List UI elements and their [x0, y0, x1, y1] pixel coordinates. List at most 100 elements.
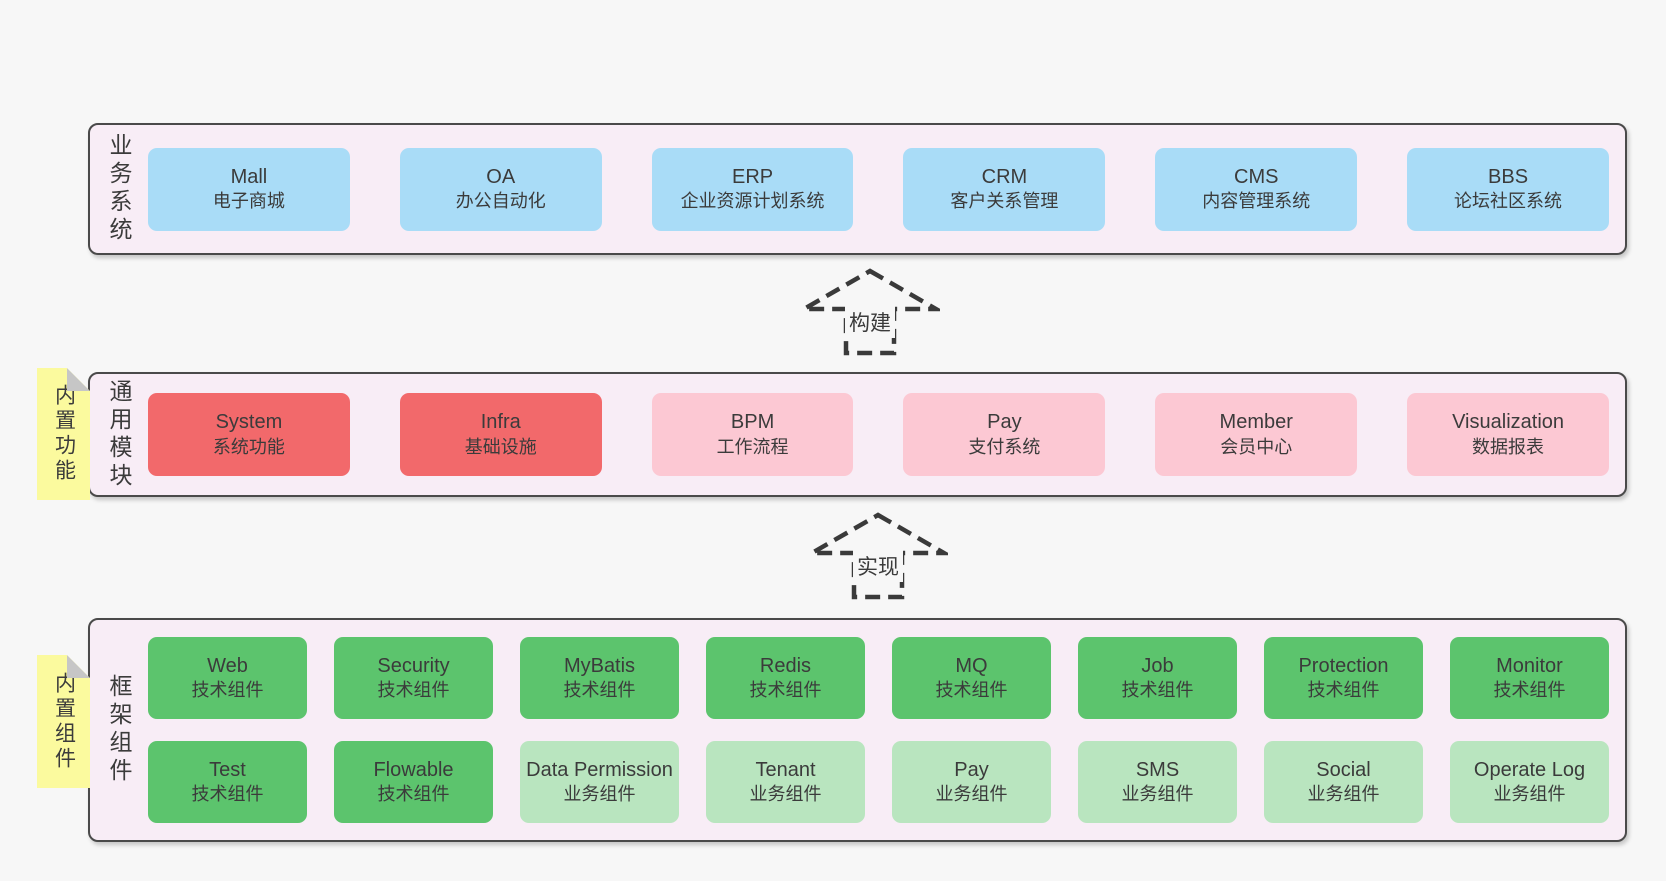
node-title: Redis	[759, 654, 812, 677]
node-subtitle: 系统功能	[212, 436, 285, 457]
band-common-modules: 通用模块 System 系统功能 Infra 基础设施 BPM 工作流程 Pay…	[88, 372, 1627, 497]
node-title: Job	[1141, 654, 1174, 677]
band-label-business-systems: 业务系统	[106, 133, 132, 245]
node-subtitle: 业务组件	[749, 784, 822, 805]
node-title: Security	[377, 654, 450, 677]
sticky-note-built-in-components: 内置组件	[37, 655, 90, 788]
node-title: Operate Log	[1473, 758, 1586, 781]
node-title: Social	[1316, 758, 1371, 781]
arrow-label-implement: 实现	[853, 550, 903, 582]
node-subtitle: 业务组件	[1493, 784, 1566, 805]
node-bbs: BBS 论坛社区系统	[1407, 147, 1609, 231]
arrow-label-build: 构建	[845, 306, 895, 338]
node-subtitle: 业务组件	[563, 784, 636, 805]
node-subtitle: 企业资源计划系统	[680, 191, 825, 212]
node-subtitle: 基础设施	[464, 436, 537, 457]
node-subtitle: 技术组件	[191, 680, 264, 701]
node-subtitle: 内容管理系统	[1202, 191, 1311, 212]
node-subtitle: 业务组件	[935, 784, 1008, 805]
node-title: BPM	[730, 411, 775, 434]
band-framework-components: 框架组件 Web 技术组件 Security 技术组件 MyBatis 技术组件…	[88, 618, 1627, 842]
node-subtitle: 客户关系管理	[950, 191, 1059, 212]
node-subtitle: 论坛社区系统	[1454, 191, 1563, 212]
node-oa: OA 办公自动化	[399, 147, 602, 231]
dashed-up-arrow-build: 构建	[800, 268, 940, 356]
node-subtitle: 会员中心	[1220, 436, 1293, 457]
node-title: CRM	[981, 165, 1028, 188]
node-title: Member	[1219, 411, 1293, 434]
node-subtitle: 技术组件	[1493, 680, 1566, 701]
band-business-systems: 业务系统 Mall 电子商城 OA 办公自动化 ERP 企业资源计划系统 CRM…	[88, 123, 1627, 255]
node-pay-component: Pay 业务组件	[892, 741, 1051, 823]
node-title: SMS	[1135, 758, 1180, 781]
node-title: Pay	[987, 411, 1022, 434]
node-subtitle: 技术组件	[377, 784, 450, 805]
node-subtitle: 电子商城	[212, 191, 285, 212]
node-test: Test 技术组件	[148, 741, 307, 823]
dashed-up-arrow-implement: 实现	[808, 512, 948, 600]
band-label-common-modules: 通用模块	[106, 378, 132, 491]
common-modules-row: System 系统功能 Infra 基础设施 BPM 工作流程 Pay 支付系统…	[148, 374, 1625, 495]
node-data-permission: Data Permission 业务组件	[520, 741, 679, 823]
node-title: CMS	[1234, 165, 1279, 188]
node-operate-log: Operate Log 业务组件	[1450, 741, 1609, 823]
node-subtitle: 数据报表	[1472, 436, 1545, 457]
node-title: Infra	[480, 411, 521, 434]
node-title: Web	[207, 654, 248, 677]
node-title: Test	[209, 758, 246, 781]
node-title: Flowable	[373, 758, 454, 781]
node-subtitle: 办公自动化	[455, 191, 546, 212]
node-protection: Protection 技术组件	[1264, 637, 1423, 719]
node-subtitle: 技术组件	[935, 680, 1008, 701]
node-subtitle: 技术组件	[563, 680, 636, 701]
node-redis: Redis 技术组件	[706, 637, 865, 719]
sticky-label: 内置组件	[52, 671, 76, 772]
node-crm: CRM 客户关系管理	[903, 147, 1106, 231]
node-subtitle: 技术组件	[377, 680, 450, 701]
node-system: System 系统功能	[148, 393, 350, 476]
node-title: OA	[486, 165, 516, 188]
node-security: Security 技术组件	[334, 637, 493, 719]
node-title: Mall	[230, 165, 268, 188]
node-title: Monitor	[1496, 654, 1563, 677]
node-pay-module: Pay 支付系统	[903, 393, 1106, 476]
node-title: System	[215, 411, 283, 434]
node-bpm: BPM 工作流程	[651, 393, 854, 476]
framework-components-grid: Web 技术组件 Security 技术组件 MyBatis 技术组件 Redi…	[148, 620, 1625, 840]
node-title: ERP	[732, 165, 774, 188]
node-subtitle: 业务组件	[1121, 784, 1194, 805]
node-subtitle: 工作流程	[716, 436, 789, 457]
node-erp: ERP 企业资源计划系统	[651, 147, 854, 231]
node-mq: MQ 技术组件	[892, 637, 1051, 719]
band-label-framework-components: 框架组件	[106, 674, 132, 786]
node-web: Web 技术组件	[148, 637, 307, 719]
node-title: Protection	[1298, 654, 1389, 677]
node-monitor: Monitor 技术组件	[1450, 637, 1609, 719]
node-subtitle: 技术组件	[1121, 680, 1194, 701]
up-arrow-icon	[808, 512, 948, 600]
node-social: Social 业务组件	[1264, 741, 1423, 823]
node-title: Tenant	[755, 758, 816, 781]
sticky-note-built-in-features: 内置功能	[37, 368, 90, 500]
node-tenant: Tenant 业务组件	[706, 741, 865, 823]
node-job: Job 技术组件	[1078, 637, 1237, 719]
node-title: BBS	[1488, 165, 1529, 188]
up-arrow-icon	[800, 268, 940, 356]
node-subtitle: 业务组件	[1307, 784, 1380, 805]
node-title: Pay	[954, 758, 989, 781]
node-title: MyBatis	[563, 654, 636, 677]
node-title: Visualization	[1452, 411, 1565, 434]
node-cms: CMS 内容管理系统	[1155, 147, 1358, 231]
node-title: Data Permission	[526, 758, 673, 781]
node-flowable: Flowable 技术组件	[334, 741, 493, 823]
node-visualization: Visualization 数据报表	[1407, 393, 1609, 476]
node-infra: Infra 基础设施	[399, 393, 602, 476]
node-subtitle: 技术组件	[749, 680, 822, 701]
sticky-label: 内置功能	[52, 384, 76, 484]
node-subtitle: 技术组件	[191, 784, 264, 805]
business-systems-row: Mall 电子商城 OA 办公自动化 ERP 企业资源计划系统 CRM 客户关系…	[148, 125, 1625, 253]
node-mall: Mall 电子商城	[148, 147, 350, 231]
folded-corner-icon	[67, 368, 90, 391]
node-subtitle: 技术组件	[1307, 680, 1380, 701]
